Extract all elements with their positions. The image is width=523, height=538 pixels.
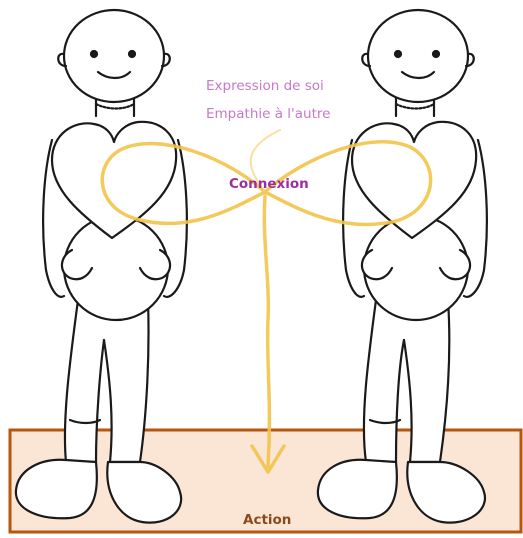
empathy-label: Empathie à l'autre (206, 106, 330, 122)
self-expression-label: Expression de soi (206, 78, 324, 94)
action-label: Action (243, 512, 291, 528)
heart-icon (352, 122, 476, 238)
head (368, 10, 468, 102)
head (64, 10, 164, 102)
heart-icon (52, 122, 176, 238)
connection-label: Connexion (229, 176, 309, 192)
